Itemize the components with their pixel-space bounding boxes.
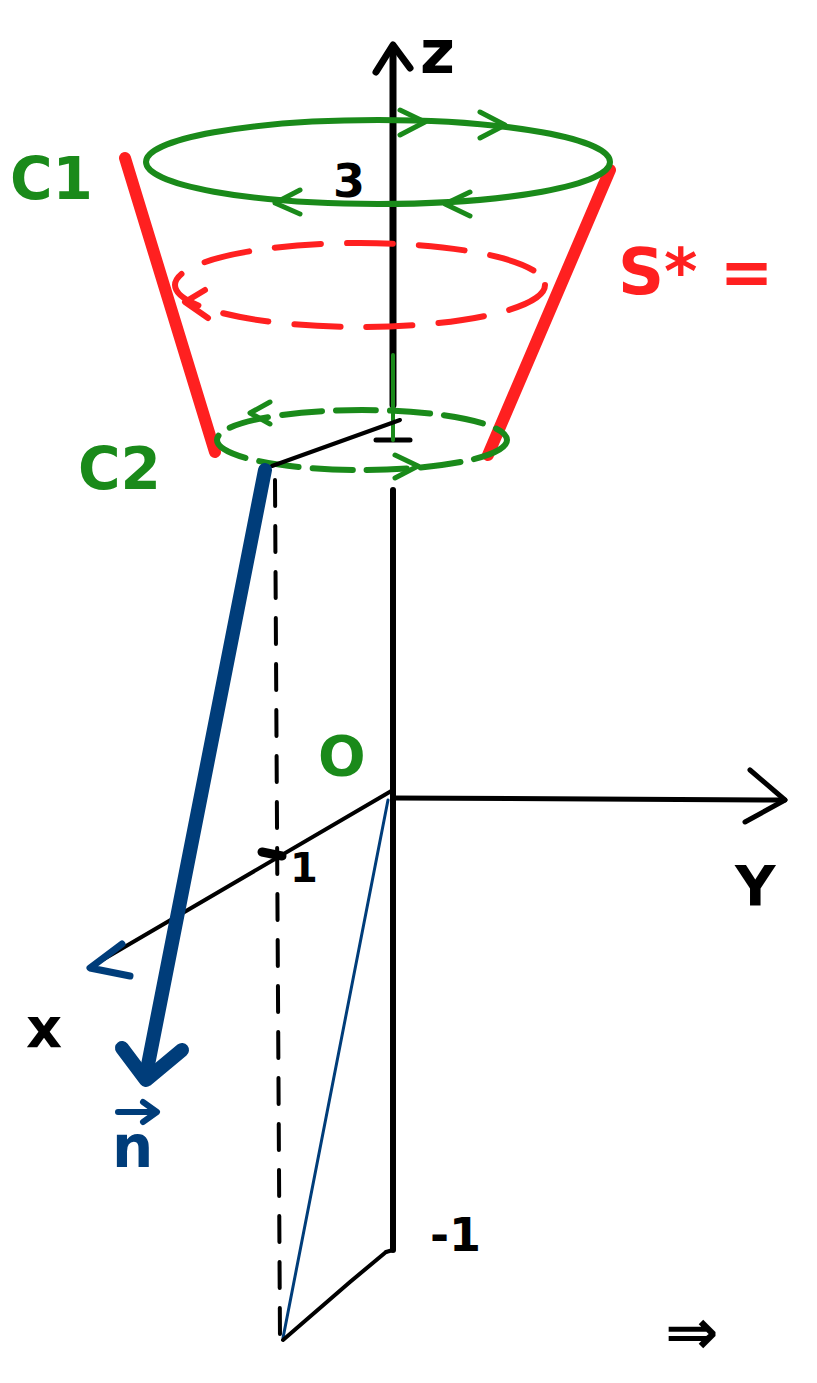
implies-symbol: ⇒ xyxy=(665,1300,719,1364)
z-axis xyxy=(390,48,397,405)
axis-arrowhead xyxy=(376,45,410,72)
tick-value: 1 xyxy=(290,848,318,888)
orientation-arrow xyxy=(275,190,300,214)
axis-segment xyxy=(391,355,395,440)
projection-line xyxy=(386,1250,393,1252)
x-axis xyxy=(92,790,393,966)
axis-label: z xyxy=(420,22,455,82)
axis-label: x xyxy=(26,1000,62,1056)
surface-ring xyxy=(175,243,545,327)
orientation-arrow xyxy=(445,192,470,216)
orientation-arrow xyxy=(250,402,270,424)
orientation-arrow xyxy=(480,112,505,138)
normal-vector xyxy=(146,470,265,1075)
curve-label: C1 xyxy=(10,150,93,208)
normal-projection xyxy=(283,800,388,1338)
tick-value: 3 xyxy=(333,158,365,204)
curve-label: C2 xyxy=(78,440,161,498)
axis-arrowhead xyxy=(90,944,130,976)
cone-side xyxy=(125,158,215,452)
vector-label: n xyxy=(112,1118,153,1176)
boundary-circle xyxy=(146,120,610,204)
cone-side xyxy=(488,170,610,455)
y-axis xyxy=(393,798,785,800)
axis-label: Y xyxy=(735,858,776,914)
normal-arrowhead xyxy=(122,1048,182,1080)
projection-line xyxy=(283,1252,386,1340)
dashed-projection xyxy=(275,480,280,1340)
orientation-arrow xyxy=(400,110,425,135)
surface-label: S* = xyxy=(618,240,773,304)
orientation-arrow xyxy=(185,290,208,318)
radius-line xyxy=(272,420,400,466)
tick-value: -1 xyxy=(430,1212,481,1258)
orientation-arrow xyxy=(395,455,418,478)
z-axis xyxy=(390,490,396,1250)
axis-arrowhead xyxy=(745,770,785,822)
origin-label: O xyxy=(318,728,366,784)
